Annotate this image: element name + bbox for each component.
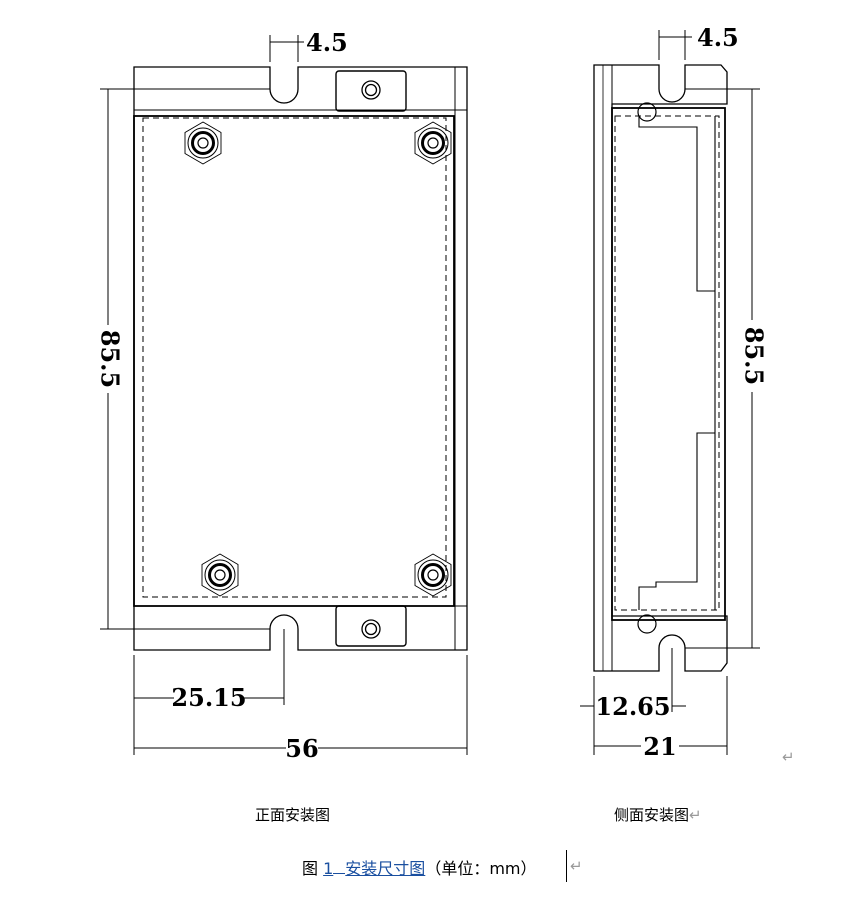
hex-nut-icon <box>201 553 239 597</box>
side-view-caption-text: 侧面安装图 <box>614 806 690 824</box>
paragraph-mark-icon: ↵ <box>570 857 583 875</box>
hex-nut-icon <box>414 553 452 597</box>
front-view <box>100 35 468 755</box>
side-view <box>580 30 760 755</box>
hex-nut-icon <box>184 121 222 165</box>
figure-caption: 图 1 安装尺寸图（单位：mm） <box>302 855 537 879</box>
front-height-dimension <box>100 88 270 630</box>
figure-caption-title: 安装尺寸图 <box>345 859 426 878</box>
side-height-label: 85.5 <box>740 327 769 385</box>
hex-nut-icon <box>414 121 452 165</box>
side-top-hole <box>637 102 657 122</box>
front-slot-width-label: 4.5 <box>306 28 348 57</box>
figure-caption-number: 1 <box>323 859 334 878</box>
side-slot-width-dimension <box>658 30 692 60</box>
side-height-dimension <box>685 88 760 649</box>
front-view-caption-text: 正面安装图 <box>255 806 331 824</box>
figure-caption-prefix: 图 <box>302 859 319 878</box>
side-depth-label: 21 <box>643 732 676 761</box>
front-view-caption: 正面安装图 <box>255 804 330 825</box>
side-bottom-hole <box>637 614 657 634</box>
side-connector-profile <box>638 116 716 610</box>
side-depth-dimension <box>594 676 728 755</box>
paragraph-mark-icon: ↵ <box>689 806 702 824</box>
figure-caption-unit: （单位：mm） <box>425 859 537 878</box>
side-view-caption: 侧面安装图↵ <box>614 804 702 825</box>
front-width-label: 56 <box>285 734 318 763</box>
side-hole-offset-label: 12.65 <box>595 692 670 721</box>
front-width-dimension <box>134 655 468 755</box>
text-cursor <box>566 850 567 882</box>
paragraph-mark-text: ↵ <box>782 748 795 766</box>
front-bottom-tab <box>335 605 407 647</box>
side-dashed-outline <box>614 115 720 611</box>
paragraph-mark-icon: ↵ <box>782 748 795 766</box>
front-body <box>133 115 455 607</box>
side-mounting-plate <box>593 64 728 672</box>
front-dashed-outline <box>142 117 447 598</box>
front-slot-width-dimension <box>269 35 304 62</box>
front-hole-offset-label: 25.15 <box>171 683 246 712</box>
front-bottom-tab-hole <box>361 619 381 639</box>
front-top-tab-hole <box>361 80 381 100</box>
figure-caption-gap <box>333 859 346 874</box>
front-hole-offset-dimension <box>133 629 285 755</box>
front-mounting-plate <box>133 66 468 651</box>
side-body <box>611 107 726 621</box>
side-slot-width-label: 4.5 <box>697 23 739 52</box>
side-hole-offset-dimension <box>580 648 686 755</box>
front-top-tab <box>335 70 407 112</box>
front-height-label: 85.5 <box>96 330 125 388</box>
paragraph-mark-text: ↵ <box>570 857 583 875</box>
